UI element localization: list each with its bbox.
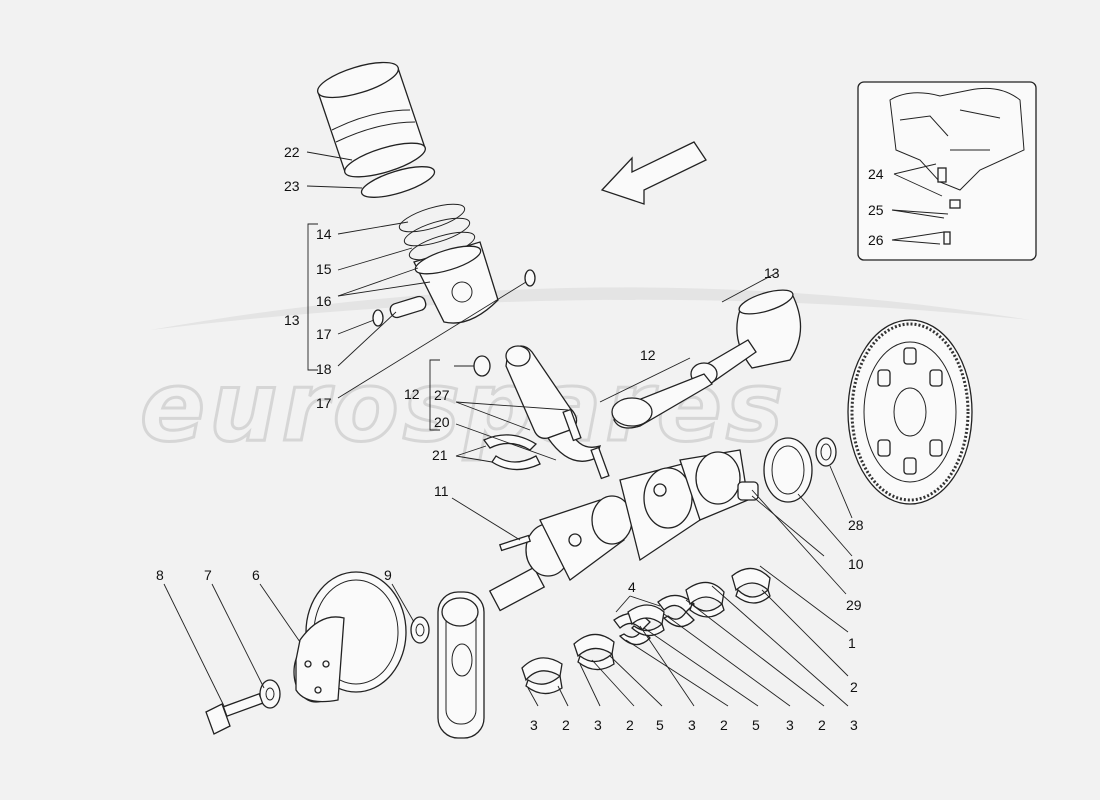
callout-13-right: 13 [764, 265, 780, 281]
leader-lines [163, 151, 949, 707]
callout-17-bottom: 17 [316, 395, 332, 411]
callout-labels: 22 23 14 15 16 13 17 18 17 12 27 20 21 1… [156, 144, 884, 733]
callout-29: 29 [846, 597, 862, 613]
damper-pulley [293, 571, 407, 703]
watermark-logo: eurospares [140, 351, 787, 463]
callout-6: 6 [252, 567, 260, 583]
callout-18: 18 [316, 361, 332, 377]
callout-12-right: 12 [640, 347, 656, 363]
callout-12-left: 12 [404, 386, 420, 402]
callout-5-b: 5 [752, 717, 760, 733]
callout-8: 8 [156, 567, 164, 583]
callout-11: 11 [434, 483, 449, 499]
callout-3-e: 3 [850, 717, 858, 733]
callout-5-a: 5 [656, 717, 664, 733]
callout-4: 4 [628, 579, 636, 595]
callout-2-c: 2 [720, 717, 728, 733]
callout-13-left: 13 [284, 312, 300, 328]
crankshaft [488, 449, 749, 612]
callout-2-a: 2 [562, 717, 570, 733]
callout-10: 10 [848, 556, 864, 572]
callout-28: 28 [848, 517, 864, 533]
small-end-bush [473, 355, 491, 377]
callout-24: 24 [868, 166, 884, 182]
callout-15: 15 [316, 261, 332, 277]
callout-16: 16 [316, 293, 332, 309]
flywheel-seal [815, 437, 837, 467]
callout-7: 7 [204, 567, 212, 583]
callout-3-d: 3 [786, 717, 794, 733]
callout-3-c: 3 [688, 717, 696, 733]
pulley-bolt [205, 692, 264, 735]
callout-9: 9 [384, 567, 392, 583]
callout-2-right: 2 [850, 679, 858, 695]
watermark-swoosh [150, 287, 1030, 330]
callout-21: 21 [432, 447, 448, 463]
piston-pin [389, 295, 427, 319]
piston-conrod-assembly [611, 289, 802, 429]
rear-oil-seal [763, 437, 813, 503]
callout-3-b: 3 [594, 717, 602, 733]
circlip-right [524, 269, 536, 287]
inset-detail [857, 81, 1037, 261]
callout-25: 25 [868, 202, 884, 218]
direction-arrow [600, 141, 707, 205]
callout-22: 22 [284, 144, 300, 160]
callout-17-top: 17 [316, 326, 332, 342]
front-oil-seal [410, 616, 430, 644]
connecting-rod-exploded [473, 345, 610, 480]
pilot-bush [737, 481, 759, 501]
callout-23: 23 [284, 178, 300, 194]
circlip-left [372, 309, 384, 327]
callout-1: 1 [848, 635, 856, 651]
callout-3-a: 3 [530, 717, 538, 733]
main-bearing-shells [521, 567, 771, 695]
timing-chain-gear [437, 591, 485, 739]
piston-left [413, 241, 499, 324]
flywheel [847, 319, 973, 505]
pulley-washer [259, 679, 281, 709]
callout-2-b: 2 [626, 717, 634, 733]
woodruff-key [498, 534, 532, 552]
callout-2-d: 2 [818, 717, 826, 733]
callout-27: 27 [434, 387, 450, 403]
liner-seal-ring [360, 166, 436, 198]
callout-14: 14 [316, 226, 332, 242]
callout-20: 20 [434, 414, 450, 430]
cylinder-liner [317, 61, 426, 178]
callout-26: 26 [868, 232, 884, 248]
